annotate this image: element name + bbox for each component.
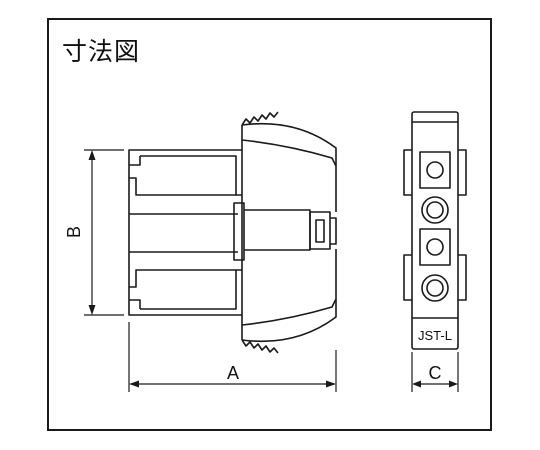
dimension-b (84, 149, 124, 316)
pin-cavity-1 (426, 161, 444, 179)
arrow-down-icon (88, 305, 96, 315)
pin-cavity-2 (421, 196, 449, 224)
arrow-up-icon (88, 150, 96, 160)
drawing-frame: 寸法図 (47, 18, 492, 431)
lower-cavity-outline (140, 269, 242, 310)
pin-cavity-3 (426, 238, 444, 256)
housing-body (128, 149, 243, 316)
pin-cavity-1-frame (419, 151, 451, 189)
dimension-c (411, 352, 459, 392)
end-view (403, 111, 467, 350)
arrow-right-icon (449, 380, 458, 388)
lower-latch-arm (241, 249, 337, 326)
pin-cavity-4 (421, 274, 449, 302)
lower-latch-hook (241, 299, 337, 343)
side-view (128, 111, 337, 354)
dimension-a (128, 322, 337, 392)
center-rib (129, 213, 238, 253)
upper-cavity-outline (140, 155, 242, 196)
pin-cavity-3-frame (419, 228, 451, 266)
latch-block (309, 211, 331, 250)
arrow-left-icon (129, 380, 139, 388)
upper-latch-hook (241, 122, 337, 166)
dimension-a-label: A (227, 363, 239, 383)
dimension-c-label: C (429, 363, 442, 383)
arrow-left-icon (412, 380, 421, 388)
part-marking: JST-L (418, 328, 452, 343)
dimension-b-label: B (64, 226, 84, 238)
end-view-housing (411, 111, 459, 350)
upper-latch-arm (241, 139, 337, 212)
drawing-title: 寸法図 (62, 37, 141, 66)
arrow-right-icon (326, 380, 336, 388)
